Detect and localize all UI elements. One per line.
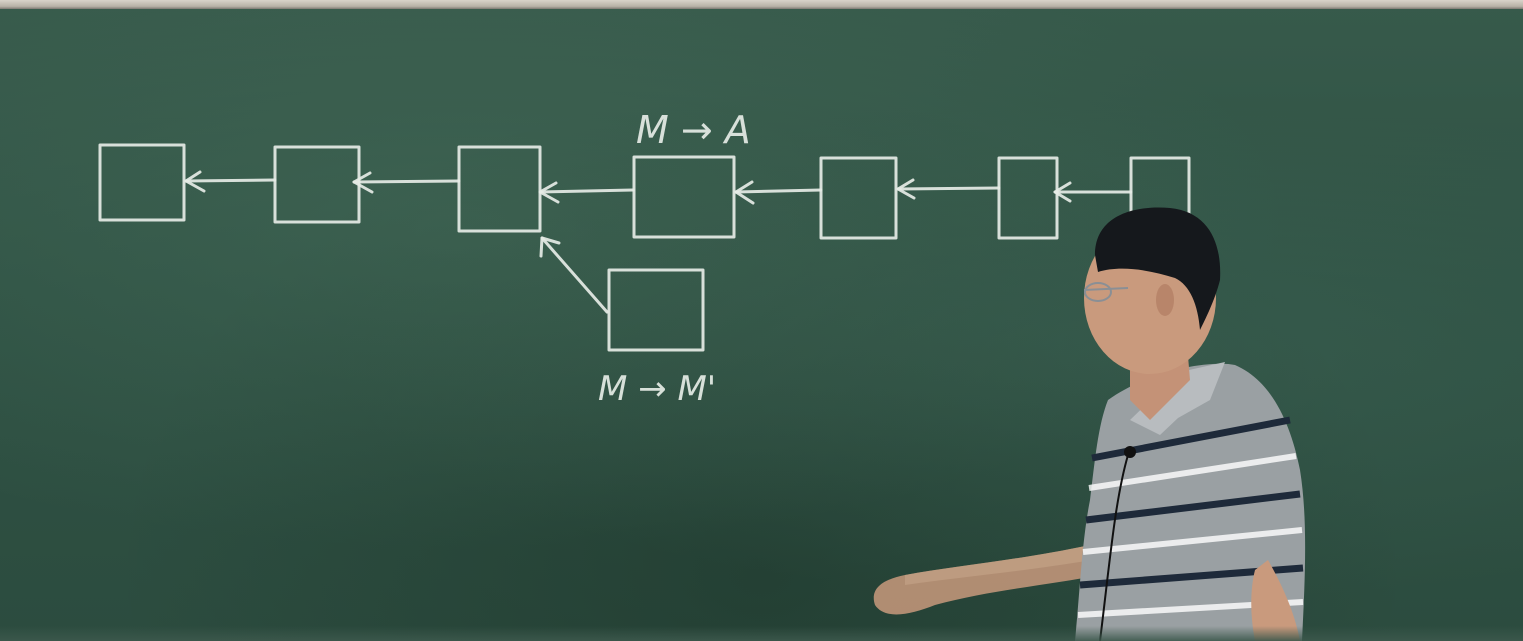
presenter-shirt	[1075, 362, 1306, 641]
arrow-4-to-3	[538, 181, 635, 204]
chalk-tray	[0, 0, 1523, 9]
arrow-6-to-5	[896, 178, 1001, 200]
block-3	[457, 145, 542, 233]
presenter-right-arm	[1251, 560, 1300, 641]
board-bottom-edge	[0, 626, 1523, 641]
arrow-5-to-4	[734, 180, 823, 205]
block-5	[819, 156, 898, 240]
block-6	[997, 156, 1059, 240]
arrow-3-to-2	[352, 171, 461, 194]
top-label: M → A	[636, 108, 751, 152]
presenter-head	[1083, 207, 1221, 374]
presenter-arm	[873, 545, 1100, 615]
block-1	[98, 143, 186, 222]
arrow-fork-to-3	[539, 236, 609, 314]
arrow-2-to-1	[184, 170, 277, 193]
arrow-7-to-6	[1053, 181, 1133, 203]
fork-block	[607, 268, 705, 352]
block-4	[632, 155, 736, 239]
bottom-label: M → M'	[598, 369, 716, 409]
